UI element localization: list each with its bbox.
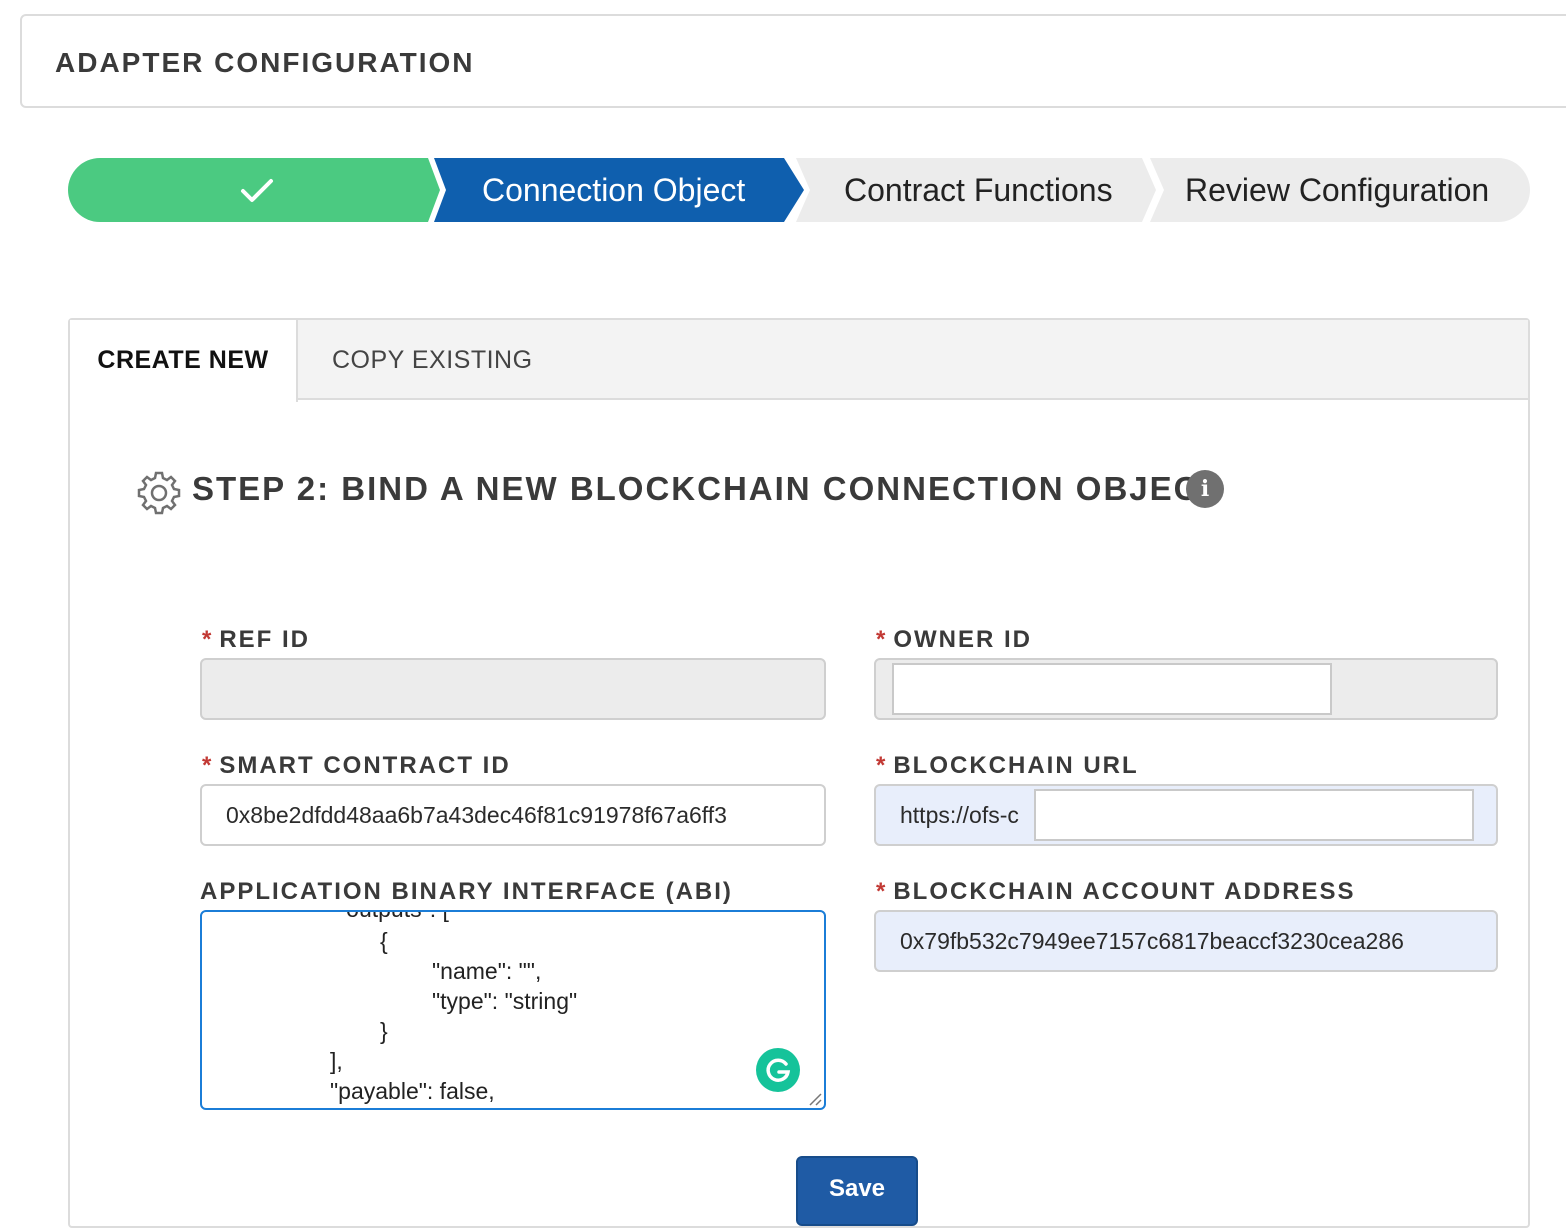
path-step-complete [68, 158, 440, 222]
account-address-field[interactable]: 0x79fb532c7949ee7157c6817beaccf3230cea28… [874, 910, 1498, 972]
tab-bar: CREATE NEW COPY EXISTING [70, 320, 1528, 402]
section-heading: STEP 2: BIND A NEW BLOCKCHAIN CONNECTION… [192, 470, 1222, 507]
account-address-label: *BLOCKCHAIN ACCOUNT ADDRESS [876, 878, 1356, 905]
path-stepper: Connection Object Contract Functions Rev… [68, 158, 1530, 222]
abi-line: "payable": false, [330, 1078, 495, 1104]
connection-card: CREATE NEW COPY EXISTING STEP 2: BIND A … [68, 318, 1530, 1228]
required-marker: * [876, 878, 888, 905]
owner-id-label: *OWNER ID [876, 626, 1033, 653]
abi-line: "type": "string" [432, 988, 578, 1014]
abi-line: } [380, 1018, 388, 1044]
abi-line: { [380, 928, 388, 954]
path-background [68, 158, 1530, 222]
tab-create-new[interactable]: CREATE NEW [70, 320, 298, 402]
blockchain-url-field[interactable]: https://ofs-c [874, 784, 1498, 846]
required-marker: * [202, 752, 214, 779]
checkmark-icon [241, 179, 273, 202]
page-title: ADAPTER CONFIGURATION [55, 47, 475, 78]
grammarly-icon[interactable] [756, 1048, 800, 1092]
abi-label: APPLICATION BINARY INTERFACE (ABI) [200, 878, 733, 905]
path-step-contract-functions[interactable]: Contract Functions [844, 172, 1113, 208]
ref-id-field[interactable] [200, 658, 826, 720]
required-marker: * [202, 626, 214, 653]
blockchain-url-value: https://ofs-c [900, 802, 1019, 828]
save-button[interactable]: Save [796, 1156, 918, 1226]
path-step-upcoming-1 [796, 158, 1156, 222]
smart-contract-id-label: *SMART CONTRACT ID [202, 752, 511, 779]
ref-id-label: *REF ID [202, 626, 311, 653]
page-header: ADAPTER CONFIGURATION [20, 14, 1566, 108]
path-step-review-configuration[interactable]: Review Configuration [1185, 172, 1490, 208]
path-step-connection-object[interactable]: Connection Object [482, 172, 746, 208]
blockchain-url-label: *BLOCKCHAIN URL [876, 752, 1139, 779]
info-icon[interactable]: i [1186, 470, 1224, 508]
path-step-1[interactable] [68, 158, 438, 222]
gear-icon [137, 471, 181, 515]
abi-line: "outputs": [ [338, 912, 449, 923]
blockchain-url-overlay [1034, 789, 1474, 841]
smart-contract-id-field[interactable]: 0x8be2dfdd48aa6b7a43dec46f81c91978f67a6f… [200, 784, 826, 846]
abi-textarea[interactable]: "outputs": [ { "name": "", "type": "stri… [200, 910, 826, 1110]
abi-line: ], [330, 1048, 343, 1074]
path-step-current [434, 158, 804, 222]
required-marker: * [876, 752, 888, 779]
tab-copy-existing[interactable]: COPY EXISTING [332, 346, 533, 374]
path-step-upcoming-2 [1150, 158, 1530, 222]
owner-id-field[interactable] [874, 658, 1498, 720]
required-marker: * [876, 626, 888, 653]
owner-id-value[interactable] [892, 663, 1332, 715]
resize-handle-icon[interactable] [806, 1090, 822, 1106]
abi-line: "name": "", [432, 958, 542, 984]
